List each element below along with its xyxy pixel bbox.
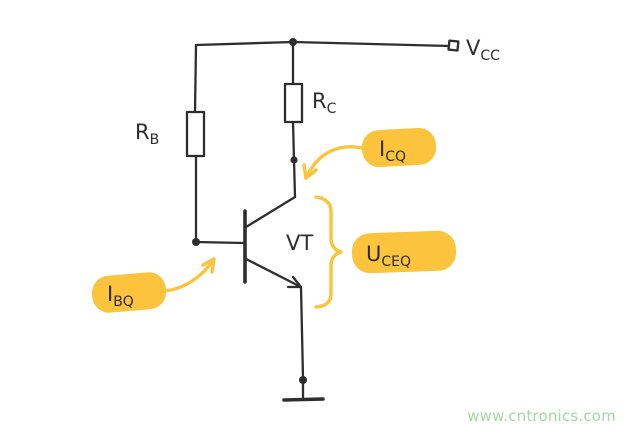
resistor-rc — [283, 82, 304, 124]
icq-label: ICQ — [379, 137, 406, 165]
vt-label: VT — [286, 231, 313, 255]
emitter-arrowhead-icon — [286, 275, 303, 289]
rc-label: RC — [312, 89, 337, 117]
ground-branch — [282, 285, 325, 402]
vcc-wire — [194, 40, 452, 48]
vcc-label: VCC — [466, 36, 500, 64]
uceq-brace-icon — [314, 195, 343, 309]
ibq-arrowhead-icon — [201, 257, 216, 274]
ibq-label: IBQ — [107, 282, 134, 310]
icq-arrow-icon — [304, 145, 368, 180]
base-junction-dot — [192, 238, 200, 246]
rb-wire-top — [193, 43, 198, 114]
icq-highlight — [361, 127, 437, 168]
ibq-highlight — [91, 272, 167, 313]
ibq-arrow-icon — [162, 257, 216, 293]
resistor-rb — [185, 110, 206, 158]
ground-symbol-icon — [282, 397, 325, 402]
transistor-emitter-line — [244, 257, 303, 289]
labels: VCC RB RC VT ICQ IBQ UCEQ — [107, 36, 500, 310]
base-wire — [194, 240, 246, 245]
watermark-text: www.cntronics.com — [467, 407, 616, 425]
icq-arrowhead-icon — [302, 163, 318, 180]
collector-node-dot — [290, 156, 298, 164]
vcc-terminal — [447, 39, 460, 52]
uceq-highlight — [351, 230, 457, 274]
annotations — [91, 127, 457, 313]
uceq-label: UCEQ — [366, 242, 411, 270]
power-rail — [194, 38, 460, 52]
transistor-vt — [243, 195, 303, 289]
collector-resistor-branch — [283, 40, 304, 199]
rb-label: RB — [135, 120, 159, 148]
transistor-collector-line — [244, 195, 297, 229]
base-resistor-branch — [185, 43, 246, 246]
emitter-wire — [299, 285, 305, 380]
